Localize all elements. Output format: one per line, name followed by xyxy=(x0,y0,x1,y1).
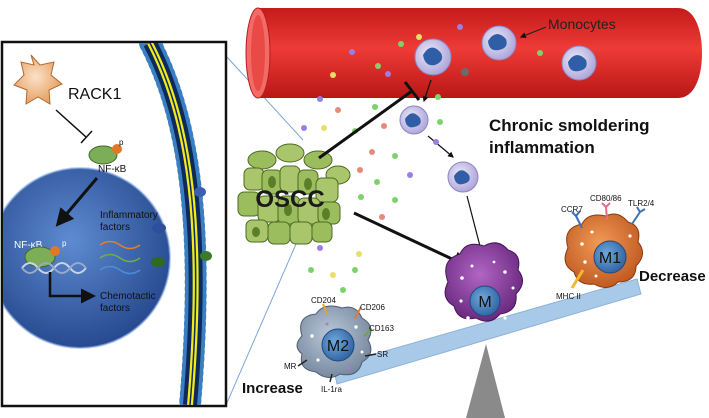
cell-membrane xyxy=(139,43,207,405)
m2-marker-il1ra: IL-1ra xyxy=(321,385,342,394)
nfkb-translocation-arrow xyxy=(55,177,99,227)
inflammatory-factors-label-line1: Inflammatory xyxy=(100,210,158,221)
m-label: M xyxy=(478,294,491,311)
m1-label: M1 xyxy=(599,250,621,267)
m1-marker-cd80-86: CD80/86 xyxy=(590,194,622,203)
monocyte-cell xyxy=(414,38,452,76)
zoom-guide-bottom xyxy=(225,227,304,406)
inflammatory-factors-label-line2: factors xyxy=(100,222,130,233)
m1-marker-tlr2-4: TLR2/4 xyxy=(628,199,655,208)
oscc-label: OSCC xyxy=(255,186,324,213)
monocyte-cell xyxy=(447,161,479,193)
monocyte-cell xyxy=(481,25,517,61)
macrophage-m1 xyxy=(564,202,646,289)
m2-marker-cd163: CD163 xyxy=(369,324,394,333)
nfkb-phospho-label: p xyxy=(119,138,124,147)
monocytes-label: Monocytes xyxy=(548,16,616,32)
macrophage-m xyxy=(444,242,523,322)
polarization-arrow xyxy=(353,211,471,269)
seesaw-beam xyxy=(332,278,642,385)
decrease-label: Decrease xyxy=(639,268,706,285)
inhibition-line xyxy=(318,89,413,160)
nfkb-protein-icon xyxy=(88,144,122,165)
nfkb-label-cytoplasm: NF-κB xyxy=(98,164,127,175)
signaling-inset: RACK1 p NF-κB NF-κB p Inflammatory facto… xyxy=(0,40,228,408)
monocyte-cell xyxy=(561,45,597,81)
rack1-label: RACK1 xyxy=(68,86,121,103)
inflammatory-factor-dot xyxy=(152,223,166,233)
m2-marker-mr: MR xyxy=(284,362,297,371)
migration-arrow xyxy=(422,79,432,103)
nfkb-label-nucleus: NF-κB xyxy=(14,240,43,251)
dna-helix-icon xyxy=(21,262,87,274)
m2-marker-sr: SR xyxy=(377,350,388,359)
m2-label: M2 xyxy=(327,338,349,355)
particle xyxy=(461,68,469,76)
nucleus xyxy=(3,167,171,349)
monocytes-pointer-arrow xyxy=(519,26,547,39)
mrna-signal-blue xyxy=(99,265,141,275)
mrna-signal-orange xyxy=(99,240,141,250)
blood-vessel xyxy=(245,7,702,99)
monocyte-cell xyxy=(399,105,429,135)
inflammation-title-line2: inflammation xyxy=(489,138,595,157)
membrane-protein xyxy=(194,187,206,197)
m1-marker-mhc2: MHC II xyxy=(556,292,581,301)
m2-marker-cd204: CD204 xyxy=(311,296,336,305)
m1-marker-ccr7: CCR7 xyxy=(561,205,583,214)
membrane-protein xyxy=(200,251,212,261)
rack1-inhibition-bar xyxy=(80,130,93,144)
inhibition-bar xyxy=(403,81,421,101)
chemotactic-factors-label-line1: Chemotactic xyxy=(100,291,156,302)
rack1-protein-icon xyxy=(13,54,63,105)
inflammatory-factor-dot xyxy=(151,257,165,267)
migration-arrow xyxy=(427,135,454,158)
inflammation-title-line1: Chronic smoldering xyxy=(489,116,650,135)
rack1-inhibition-line xyxy=(55,109,87,138)
oscc-tumor xyxy=(237,143,351,245)
transcription-output-arrow xyxy=(48,272,96,304)
increase-label: Increase xyxy=(242,380,303,397)
macrophage-m2 xyxy=(296,303,377,383)
chemokine-particles xyxy=(301,24,543,293)
nfkb-nuclear-phospho-label: p xyxy=(62,239,67,248)
chemotactic-factors-label-line2: factors xyxy=(100,303,130,314)
mrna-signal-green xyxy=(99,253,141,263)
m2-marker-cd206: CD206 xyxy=(360,303,385,312)
seesaw-fulcrum xyxy=(466,344,505,418)
migration-arrow xyxy=(466,195,483,252)
